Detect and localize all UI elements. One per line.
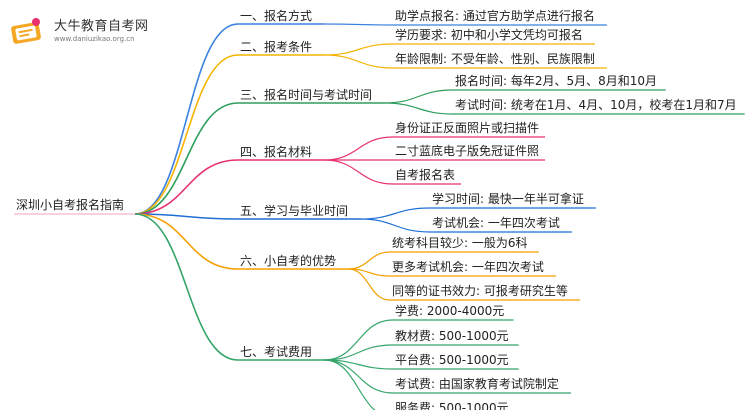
leaf-topic: 学费: 2000-4000元 <box>395 303 504 318</box>
branch-connector <box>134 159 239 215</box>
leaf-topic: 考试机会: 一年四次考试 <box>432 215 560 230</box>
leaf-connector <box>359 207 431 220</box>
leaf-topic: 助学点报名: 通过官方助学点进行报名 <box>395 8 595 23</box>
leaf-topic: 自考报名表 <box>395 167 455 182</box>
mind-map-nodes: 深圳小自考报名指南一、报名方式助学点报名: 通过官方助学点进行报名二、报考条件学… <box>14 8 737 410</box>
branch-connector <box>134 102 239 215</box>
leaf-connector <box>323 359 394 394</box>
leaf-topic: 报名时间: 每年2月、5月、8月和10月 <box>455 73 657 88</box>
leaf-topic: 统考科目较少: 一般为6科 <box>392 235 528 250</box>
leaf-connector <box>323 159 394 185</box>
leaf-topic: 考试时间: 统考在1月、4月、10月，校考在1月和7月 <box>455 97 737 112</box>
site-logo: 大牛教育自考网 www.daniuzikao.org.cn <box>10 14 170 50</box>
branch-connector <box>134 213 239 361</box>
branch-topic: 二、报考条件 <box>240 39 312 54</box>
branch-connector <box>134 23 239 215</box>
leaf-connector <box>323 23 394 26</box>
leaf-connector <box>323 54 394 69</box>
leaf-topic: 服务费: 500-1000元 <box>395 400 509 410</box>
leaf-topic: 二寸蓝底电子版免冠证件照 <box>395 143 539 158</box>
branch-connector <box>134 54 239 215</box>
root-topic: 深圳小自考报名指南 <box>16 197 124 212</box>
branch-topic: 六、小自考的优势 <box>240 253 336 268</box>
leaf-topic: 学历要求: 初中和小学文凭均可报名 <box>395 27 583 42</box>
leaf-connector <box>347 268 391 301</box>
leaf-connector <box>323 359 376 410</box>
branch-topic: 三、报名时间与考试时间 <box>240 87 372 102</box>
leaf-topic: 年龄限制: 不受年龄、性别、民族限制 <box>395 52 595 66</box>
leaf-connector <box>323 319 394 361</box>
leaf-topic: 身份证正反面照片或扫描件 <box>395 120 539 135</box>
leaf-connector <box>323 344 394 361</box>
logo-url: www.daniuzikao.org.cn <box>54 35 135 43</box>
leaf-connector <box>347 251 391 270</box>
leaf-topic: 考试费: 由国家教育考试院制定 <box>395 376 559 391</box>
leaf-topic: 同等的证书效力: 可报考研究生等 <box>392 283 568 298</box>
branch-topic: 四、报名材料 <box>240 144 312 159</box>
mind-map-edges <box>134 23 745 410</box>
leaf-topic: 学习时间: 最快一年半可拿证 <box>432 191 584 206</box>
leaf-topic: 平台费: 500-1000元 <box>395 352 509 367</box>
book-icon <box>11 18 41 44</box>
leaf-connector <box>359 218 431 233</box>
branch-topic: 七、考试费用 <box>240 344 312 359</box>
logo-title: 大牛教育自考网 <box>54 19 149 34</box>
leaf-connector <box>323 136 394 161</box>
branch-connector <box>134 213 239 270</box>
leaf-connector <box>323 43 394 56</box>
leaf-connector <box>383 89 454 104</box>
leaf-connector <box>383 102 454 115</box>
branch-connector <box>134 213 239 220</box>
leaf-topic: 更多考试机会: 一年四次考试 <box>392 259 544 274</box>
leaf-topic: 教材费: 500-1000元 <box>395 328 509 343</box>
branch-topic: 一、报名方式 <box>240 8 312 23</box>
branch-topic: 五、学习与毕业时间 <box>240 203 348 218</box>
